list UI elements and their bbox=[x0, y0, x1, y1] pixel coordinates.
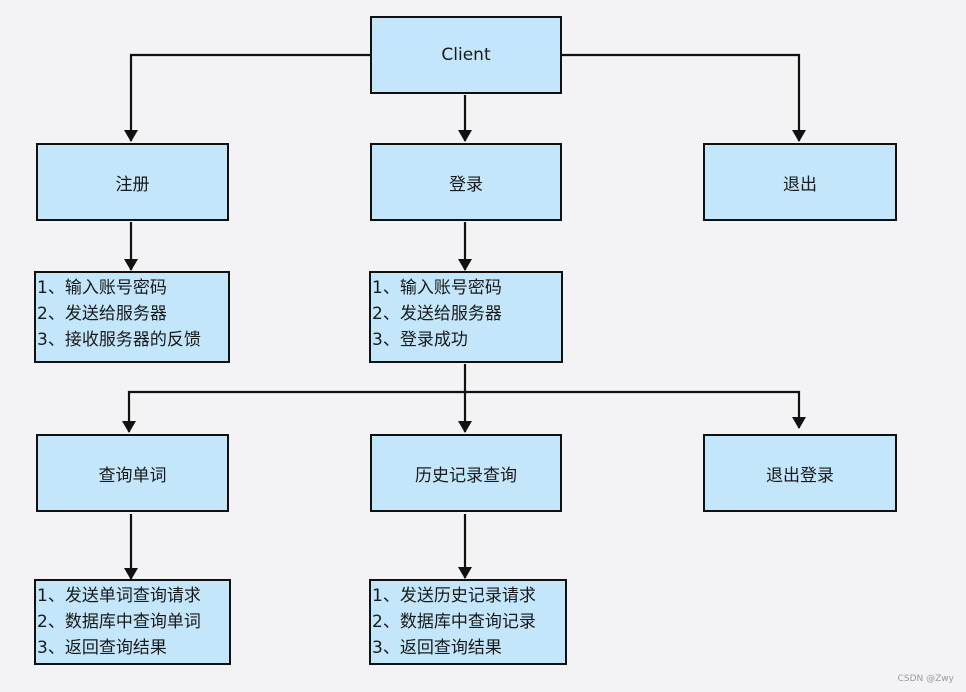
history-step-3: 3、返回查询结果 bbox=[372, 638, 502, 658]
query-word-step-1: 1、发送单词查询请求 bbox=[37, 586, 201, 606]
node-history-steps: 1、发送历史记录请求 2、数据库中查询记录 3、返回查询结果 bbox=[369, 579, 567, 665]
register-step-2: 2、发送给服务器 bbox=[37, 304, 167, 324]
node-logout: 退出登录 bbox=[703, 434, 897, 512]
node-exit: 退出 bbox=[703, 143, 897, 221]
node-history-query: 历史记录查询 bbox=[370, 434, 562, 512]
node-login-steps: 1、输入账号密码 2、发送给服务器 3、登录成功 bbox=[369, 271, 563, 363]
node-register-label: 注册 bbox=[115, 174, 150, 195]
node-history-query-label: 历史记录查询 bbox=[415, 465, 517, 486]
node-register: 注册 bbox=[36, 143, 229, 221]
query-word-step-2: 2、数据库中查询单词 bbox=[37, 612, 201, 632]
history-step-1: 1、发送历史记录请求 bbox=[372, 586, 536, 606]
login-step-3: 3、登录成功 bbox=[372, 330, 468, 350]
edge-login-logout bbox=[465, 390, 806, 429]
node-client-label: Client bbox=[441, 45, 491, 65]
edge-client-register bbox=[124, 53, 370, 142]
query-word-step-3: 3、返回查询结果 bbox=[37, 638, 167, 658]
watermark-text: CSDN @Zwy bbox=[897, 674, 954, 684]
node-login-label: 登录 bbox=[449, 174, 483, 195]
node-query-word-label: 查询单词 bbox=[98, 465, 167, 486]
node-login: 登录 bbox=[370, 143, 562, 221]
node-query-word: 查询单词 bbox=[36, 434, 229, 512]
edge-login-query-word bbox=[122, 364, 467, 433]
login-step-1: 1、输入账号密码 bbox=[372, 278, 502, 298]
register-step-1: 1、输入账号密码 bbox=[37, 278, 167, 298]
node-register-steps: 1、输入账号密码 2、发送给服务器 3、接收服务器的反馈 bbox=[34, 271, 230, 363]
node-logout-label: 退出登录 bbox=[766, 465, 834, 486]
node-client: Client bbox=[370, 16, 562, 94]
register-step-3: 3、接收服务器的反馈 bbox=[37, 330, 201, 350]
edge-client-exit bbox=[562, 53, 806, 142]
node-exit-label: 退出 bbox=[783, 174, 817, 195]
login-step-2: 2、发送给服务器 bbox=[372, 304, 502, 324]
node-query-word-steps: 1、发送单词查询请求 2、数据库中查询单词 3、返回查询结果 bbox=[34, 579, 231, 665]
history-step-2: 2、数据库中查询记录 bbox=[372, 612, 536, 632]
